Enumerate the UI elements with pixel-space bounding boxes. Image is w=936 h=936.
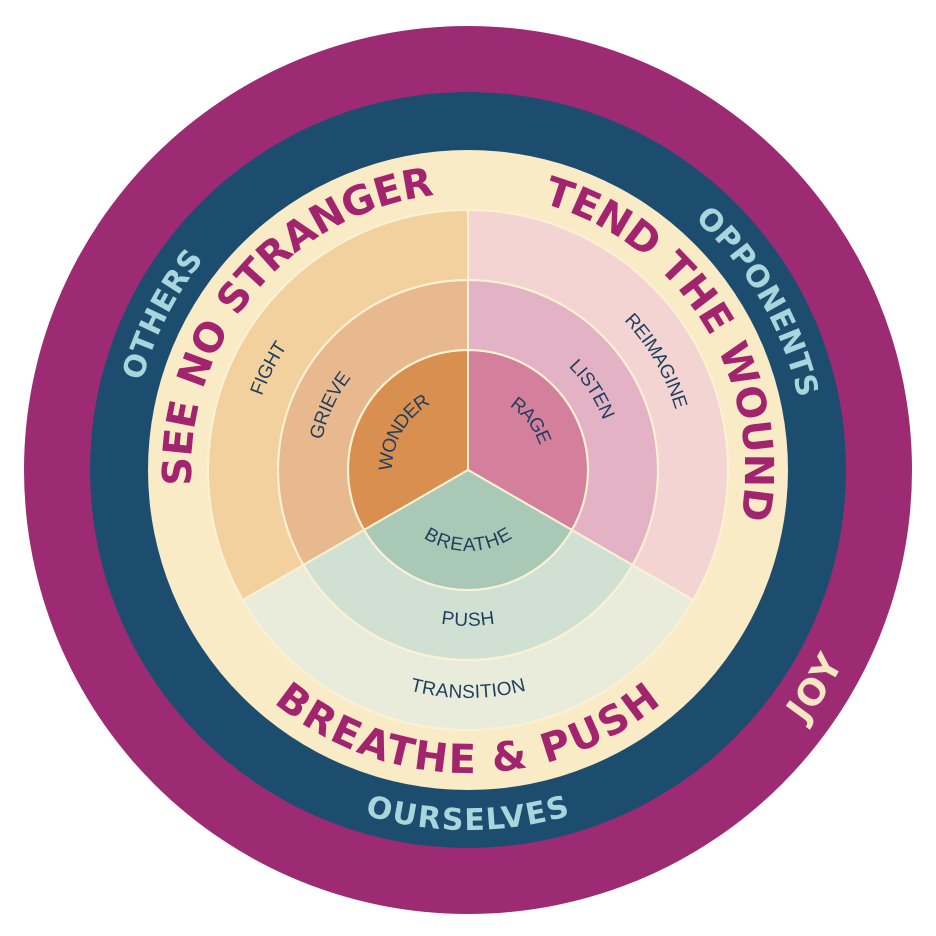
label-push-text: PUSH <box>440 607 495 630</box>
label-push: PUSH <box>440 607 495 630</box>
